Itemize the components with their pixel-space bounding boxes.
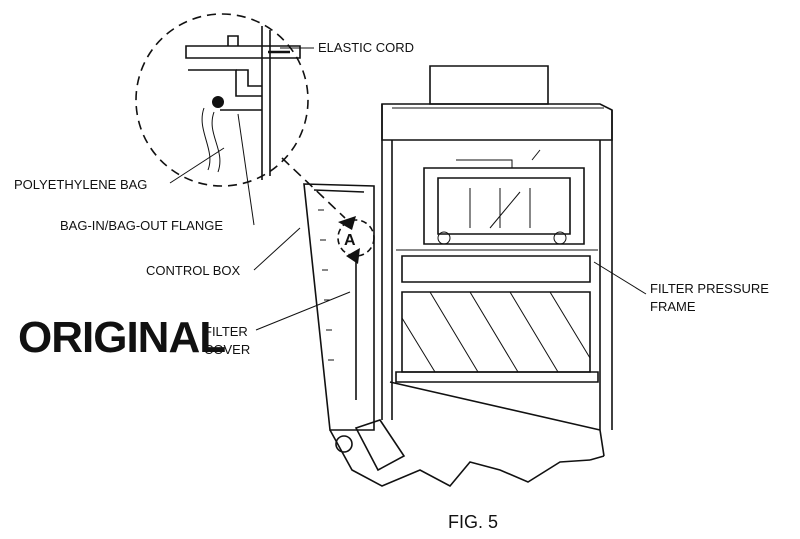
figure-caption: FIG. 5 xyxy=(448,512,498,532)
leader-filter-pressure-frame xyxy=(593,261,647,295)
original-stamp: ORIGINAL xyxy=(18,313,225,362)
detail-marker-a: A xyxy=(344,232,356,249)
label-polyethylene-bag: POLYETHYLENE BAG xyxy=(14,177,147,192)
leader-polyethylene-bag xyxy=(169,147,225,184)
leader-control-box xyxy=(253,227,301,271)
leader-bag-flange xyxy=(237,113,255,226)
label-bag-flange: BAG-IN/BAG-OUT FLANGE xyxy=(60,218,223,233)
cabinet-body xyxy=(303,65,613,488)
leader-filter-cover xyxy=(255,291,351,331)
label-filter-pressure-frame-line2: FRAME xyxy=(650,299,696,314)
detail-connector xyxy=(281,157,346,219)
label-filter-pressure-frame-line1: FILTER PRESSURE xyxy=(650,281,769,296)
label-filter-cover-line1: FILTER xyxy=(204,324,248,339)
label-elastic-cord: ELASTIC CORD xyxy=(318,40,414,55)
label-filter-cover-line2: COVER xyxy=(204,342,250,357)
detail-magnifier xyxy=(135,13,309,187)
label-control-box: CONTROL BOX xyxy=(146,263,240,278)
